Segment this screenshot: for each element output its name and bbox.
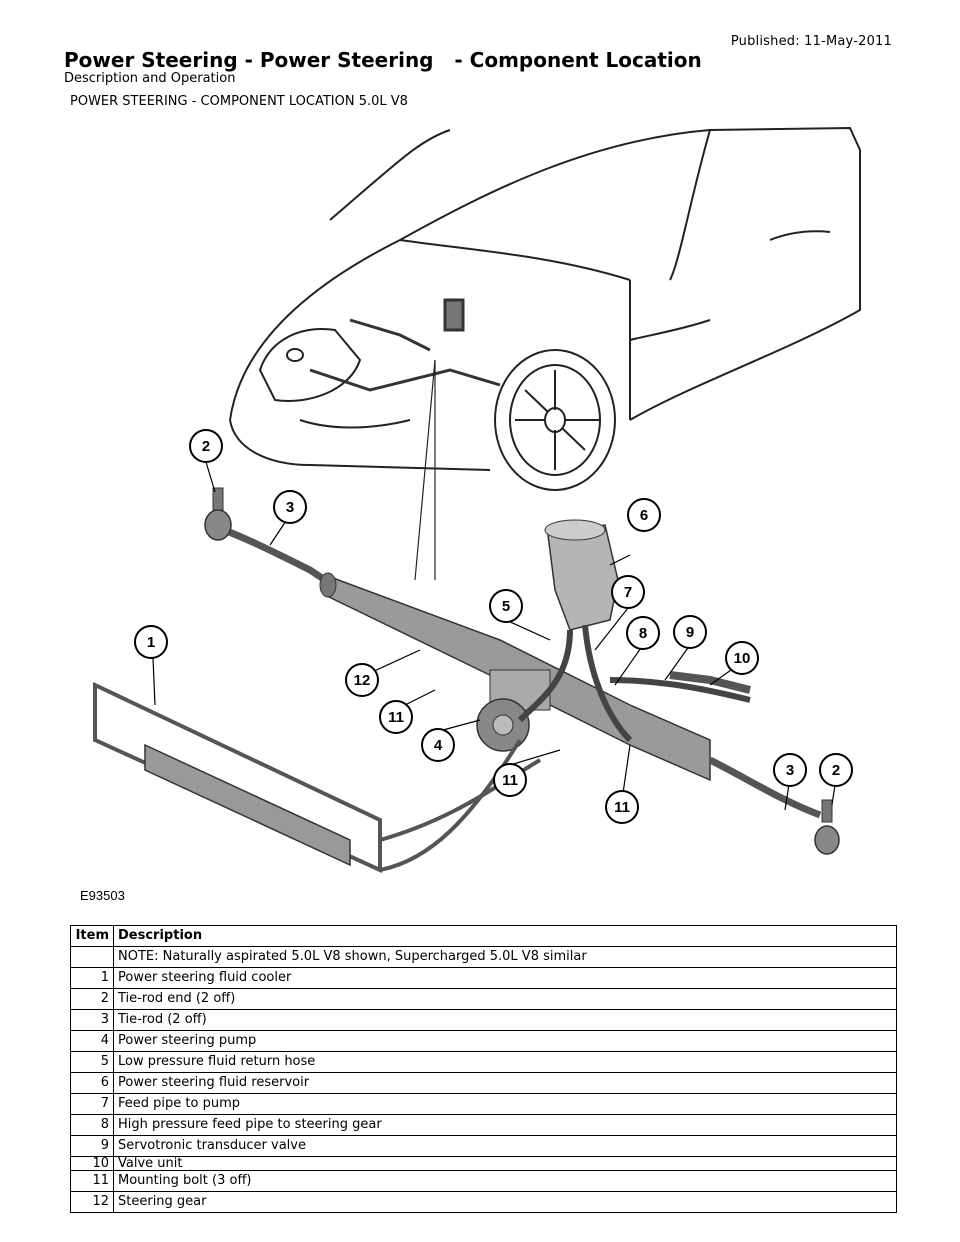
table-cell-item: 1 bbox=[70, 967, 114, 989]
page-subtitle: Description and Operation bbox=[64, 71, 236, 86]
table-cell-description: Tie-rod (2 off) bbox=[113, 1009, 897, 1031]
illustration-svg: 1 2 3 4 5 6 7 8 9 10 11 11 11 12 3 2 E93… bbox=[80, 126, 861, 903]
item-description-table: Item Description NOTE: Naturally aspirat… bbox=[70, 925, 897, 1213]
table-cell-description: Power steering fluid reservoir bbox=[113, 1072, 897, 1094]
table-cell-item: 9 bbox=[70, 1135, 114, 1157]
callouts: 1 2 3 4 5 6 7 8 9 10 11 11 11 12 3 2 bbox=[134, 429, 853, 824]
table-cell-item: 7 bbox=[70, 1093, 114, 1115]
table-cell-description: Mounting bolt (3 off) bbox=[113, 1170, 897, 1192]
callout-11-upper-label: 11 bbox=[388, 709, 404, 726]
callout-4-label: 4 bbox=[434, 737, 443, 754]
callout-10-label: 10 bbox=[734, 650, 751, 667]
callout-5: 5 bbox=[489, 589, 523, 623]
callout-3-right: 3 bbox=[773, 753, 807, 787]
table-cell-description: Low pressure fluid return hose bbox=[113, 1051, 897, 1073]
table-cell-description: Servotronic transducer valve bbox=[113, 1135, 897, 1157]
table-cell-item: 5 bbox=[70, 1051, 114, 1073]
component-location-illustration: 1 2 3 4 5 6 7 8 9 10 11 11 11 12 3 2 E93… bbox=[70, 120, 900, 910]
table-cell-description: Feed pipe to pump bbox=[113, 1093, 897, 1115]
published-date: Published: 11-May-2011 bbox=[730, 34, 892, 49]
leader-lines bbox=[152, 461, 837, 811]
table-cell-item: 11 bbox=[70, 1170, 114, 1192]
car-outline bbox=[229, 126, 861, 471]
callout-2-left: 2 bbox=[189, 429, 223, 463]
callout-12: 12 bbox=[345, 663, 379, 697]
table-cell-description: Power steering pump bbox=[113, 1030, 897, 1052]
callout-11-middle: 11 bbox=[493, 763, 527, 797]
table-cell-item: 4 bbox=[70, 1030, 114, 1052]
callout-9-label: 9 bbox=[686, 624, 694, 641]
table-cell-description: High pressure feed pipe to steering gear bbox=[113, 1114, 897, 1136]
callout-5-label: 5 bbox=[502, 598, 510, 615]
page-title: Power Steering - Power Steering - Compon… bbox=[64, 48, 702, 72]
callout-2-right-label: 2 bbox=[832, 762, 840, 779]
callout-3-left-label: 3 bbox=[286, 499, 294, 516]
front-wheel bbox=[494, 349, 616, 491]
callout-2-left-label: 2 bbox=[202, 438, 210, 455]
callout-11-middle-label: 11 bbox=[502, 772, 518, 789]
table-cell-item: 3 bbox=[70, 1009, 114, 1031]
table-cell-description: Valve unit bbox=[113, 1156, 897, 1171]
table-cell-item: 10 bbox=[70, 1156, 114, 1171]
steering-rack-assembly bbox=[93, 487, 840, 874]
callout-9: 9 bbox=[673, 615, 707, 649]
table-cell-description: Power steering fluid cooler bbox=[113, 967, 897, 989]
header-item: Item bbox=[70, 925, 114, 947]
callout-8-label: 8 bbox=[639, 625, 647, 642]
table-cell-note: NOTE: Naturally aspirated 5.0L V8 shown,… bbox=[113, 946, 897, 968]
callout-6: 6 bbox=[627, 498, 661, 532]
callout-3-left: 3 bbox=[273, 490, 307, 524]
callout-12-label: 12 bbox=[354, 672, 371, 689]
callout-10: 10 bbox=[725, 641, 759, 675]
table-cell-description: Steering gear bbox=[113, 1191, 897, 1213]
header-description: Description bbox=[113, 925, 897, 947]
callout-11-lower-label: 11 bbox=[614, 799, 630, 816]
callout-2-right: 2 bbox=[819, 753, 853, 787]
callout-1-label: 1 bbox=[147, 634, 155, 651]
steering-in-car bbox=[309, 298, 501, 392]
callout-11-upper: 11 bbox=[379, 700, 413, 734]
table-cell-description: Tie-rod end (2 off) bbox=[113, 988, 897, 1010]
table-cell-item: 2 bbox=[70, 988, 114, 1010]
callout-7: 7 bbox=[611, 575, 645, 609]
callout-8: 8 bbox=[626, 616, 660, 650]
callout-4: 4 bbox=[421, 728, 455, 762]
section-title: POWER STEERING - COMPONENT LOCATION 5.0L… bbox=[70, 94, 408, 109]
callout-11-lower: 11 bbox=[605, 790, 639, 824]
pointer-lines bbox=[414, 359, 436, 581]
table-cell-item: 8 bbox=[70, 1114, 114, 1136]
table-cell-item: 12 bbox=[70, 1191, 114, 1213]
figure-id: E93503 bbox=[80, 888, 125, 903]
table-row-note: NOTE: Naturally aspirated 5.0L V8 shown,… bbox=[70, 946, 897, 968]
callout-3-right-label: 3 bbox=[786, 762, 794, 779]
callout-1: 1 bbox=[134, 625, 168, 659]
callout-7-label: 7 bbox=[624, 584, 632, 601]
table-cell-item: 6 bbox=[70, 1072, 114, 1094]
table-header-row: Item Description bbox=[70, 925, 897, 947]
table-cell-item bbox=[70, 946, 114, 968]
callout-6-label: 6 bbox=[640, 507, 648, 524]
